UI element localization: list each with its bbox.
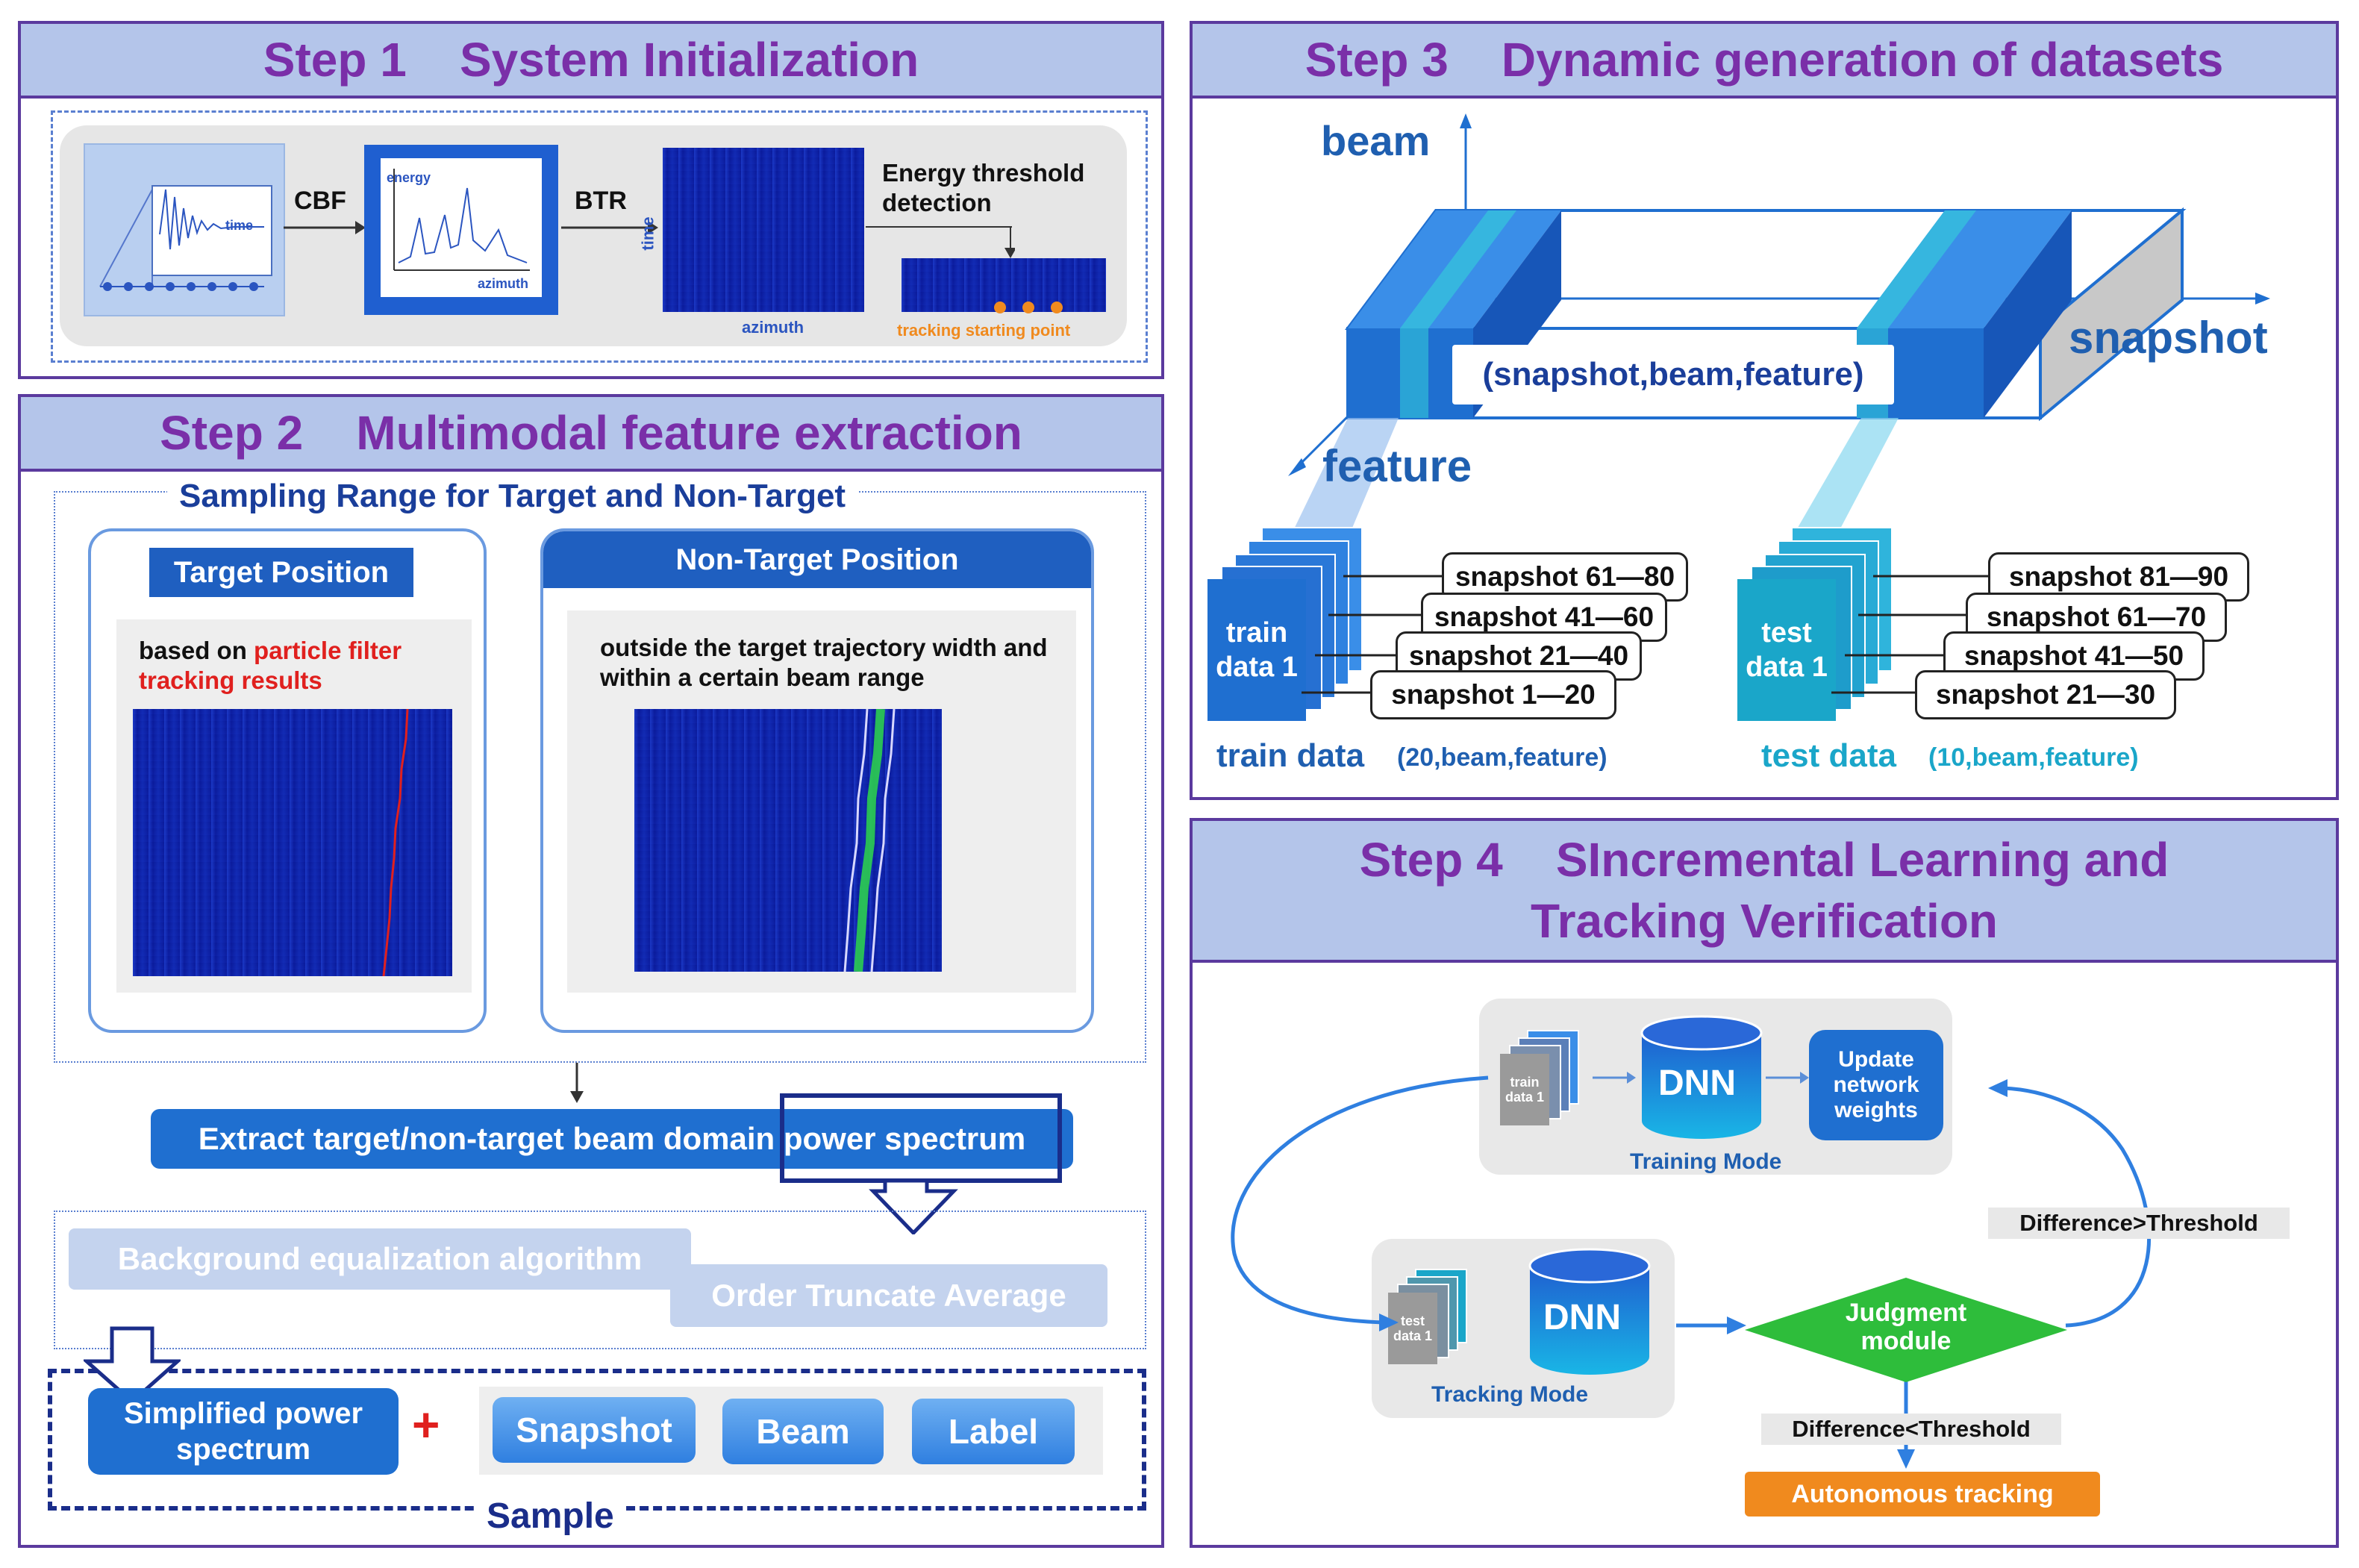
btr-heatmap [663,148,864,312]
nontarget-position-label: Non-Target Position [543,531,1091,588]
plus-sign: + [412,1398,440,1452]
cbf-label: CBF [294,187,346,215]
step2-title: Step 2 Multimodal feature extraction [160,406,1022,460]
algorithm-frame [54,1211,1146,1349]
feature-axis-label: feature [1322,441,1472,491]
train-to-dnn-arrow [1593,1072,1636,1084]
power-spectrum-highlight [780,1093,1062,1234]
train-snap-4: snapshot 1—20 [1370,670,1616,719]
energy-detect-label: Energy threshold detection [882,159,1085,216]
target-desc: based on particle filter tracking result… [139,636,467,696]
step4-flow-arrows [1231,1075,2151,1469]
train-stack-front: train data 1 [1207,579,1306,721]
target-desc-particle: particle filter [254,637,402,664]
label-pill: Label [912,1399,1075,1464]
training-mini-stack: train data 1 [1500,1030,1590,1127]
sampling-title: Sampling Range for Target and Non-Target [167,478,858,515]
training-dnn-cylinder [1640,1015,1763,1139]
btr-azimuth-axis: azimuth [742,318,804,337]
snapshot-axis-label: snapshot [2069,313,2268,363]
target-desc-based: based on [139,637,254,664]
test-data-label: test data [1761,737,1896,774]
update-weights: Update network weights [1809,1030,1943,1140]
target-track-line [382,709,409,976]
simplified-power-spectrum: Simplified power spectrum [88,1388,399,1475]
down-arrow-hollow [84,1326,181,1405]
waveform-chart [99,185,272,291]
difference-lt-tag: Difference<Threshold [1761,1414,2061,1445]
down-arrow-1 [570,1063,584,1103]
tracking-start-label: tracking starting point [897,321,1071,340]
test-mini-front: test data 1 [1388,1293,1437,1364]
extract-bar: Extract target/non-target beam domain po… [151,1109,1073,1169]
detect-arrow [866,226,1015,258]
energy-chart [393,169,530,271]
step4-header: Step 4 SIncremental Learning and Trackin… [1193,821,2336,963]
test-snap-4: snapshot 21—30 [1915,670,2176,719]
beam-axis-label: beam [1321,117,1431,164]
training-dnn-label: DNN [1658,1063,1736,1103]
tracking-dots [994,302,1063,313]
target-desc-results: tracking results [139,666,322,694]
judgment-label: Judgment module [1845,1299,1967,1355]
order-truncate: Order Truncate Average [670,1264,1107,1327]
step4-title-line1: Step 4 SIncremental Learning and [1359,833,2169,887]
step3-header: Step 3 Dynamic generation of datasets [1193,24,2336,99]
energy-thumbnail: energy azimuth [364,145,558,315]
btr-arrow [561,221,658,234]
target-position-label: Target Position [149,548,413,597]
train-stack: train data 1 [1207,527,1387,721]
waveform-time-label: time [225,218,254,233]
target-heatmap [133,709,452,976]
difference-gt-tag: Difference>Threshold [1988,1208,2290,1239]
dataset-cube [1288,113,2270,530]
train-data-label: train data [1216,737,1365,774]
train-data-dims: (20,beam,feature) [1397,743,1607,772]
test-stack-front: test data 1 [1737,579,1836,721]
tracking-dnn-label: DNN [1543,1298,1621,1337]
test-data-dims: (10,beam,feature) [1928,743,2139,772]
nontarget-band [843,709,896,972]
snapshot-pill: Snapshot [493,1397,696,1463]
training-mode-label: Training Mode [1630,1149,1782,1174]
tracking-dnn-cylinder [1528,1248,1651,1375]
tracking-mini-stack: test data 1 [1388,1269,1478,1366]
waveform-thumbnail: time [84,143,285,316]
nontarget-desc: outside the target trajectory width and … [600,634,1048,691]
step4-title-line2: Tracking Verification [1531,894,1998,948]
step3-title: Step 3 Dynamic generation of datasets [1305,33,2224,87]
btr-time-axis: time [638,216,657,251]
tuple-label: (snapshot,beam,feature) [1452,345,1894,405]
train-mini-front: train data 1 [1500,1054,1549,1125]
judgment-diamond [1745,1278,2067,1382]
autonomous-tracking: Autonomous tracking [1745,1472,2100,1517]
test-connectors [1831,575,1993,694]
dnn-to-update-arrow [1766,1072,1809,1084]
btr-label: BTR [575,187,627,215]
step1-header: Step 1 System Initialization [21,24,1161,99]
step1-dashed-frame [51,110,1148,363]
energy-label: energy [387,170,431,185]
test-stack: test data 1 [1737,527,1916,721]
sample-caption: Sample [478,1496,623,1537]
step1-title: Step 1 System Initialization [263,33,919,87]
azimuth-small-label: azimuth [478,276,529,291]
cbf-arrow [284,221,366,234]
beam-pill: Beam [722,1399,884,1464]
step2-header: Step 2 Multimodal feature extraction [21,397,1161,472]
bg-equalization: Background equalization algorithm [69,1228,691,1290]
tracking-mode-label: Tracking Mode [1431,1382,1589,1407]
